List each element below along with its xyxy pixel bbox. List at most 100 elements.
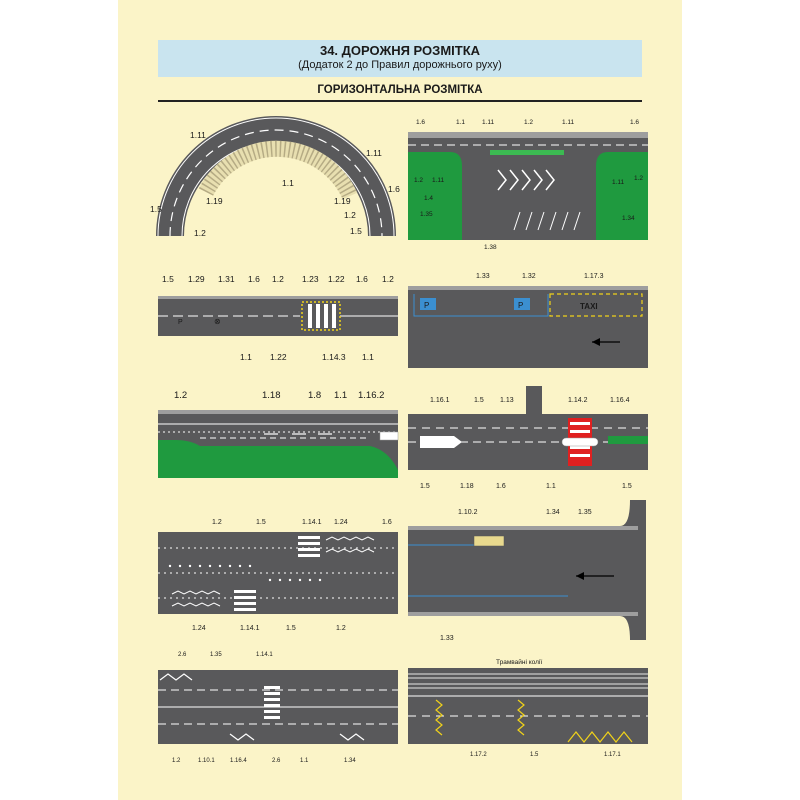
label-mid-2: 1.11 (432, 177, 445, 184)
parking-bays (513, 211, 581, 231)
panel-taxi-parking: P P TAXI 1.33 1.32 1.17.3 (408, 273, 648, 368)
label-1-19-right: 1.19 (334, 196, 351, 206)
label-1-10-2: 1.10.2 (458, 509, 478, 516)
taxi-text: TAXI (580, 302, 598, 311)
label-top-4: 1.2 (524, 119, 533, 126)
label-top-4: 1.6 (248, 274, 260, 284)
zebra-bottom (234, 590, 256, 611)
label-bottom-2: 1.22 (270, 352, 287, 362)
panel-bus-stop-road: 2.6 1.35 1.14.1 1.2 1.10.1 1.16.4 2.6 1.… (158, 652, 398, 764)
label-1-5-right: 1.5 (350, 226, 362, 236)
label-top-1: 2.6 (178, 652, 187, 658)
label-top-2: 1.35 (210, 652, 222, 658)
label-bottom-5: 1.5 (622, 483, 632, 490)
label-1-19-left: 1.19 (206, 196, 223, 206)
zigzag-1-17-1 (567, 731, 633, 743)
label-1-1: 1.1 (334, 390, 347, 401)
label-bottom-3: 1.16.4 (230, 758, 247, 764)
label-top-3: 1.31 (218, 274, 235, 284)
chevron-markings (497, 169, 555, 191)
label-top-1: 1.16.1 (430, 397, 450, 404)
label-top-3: 1.14.1 (302, 519, 322, 526)
parking-sign-1-letter: P (424, 301, 429, 310)
direction-arrow-head (592, 338, 600, 346)
panel-wide-road: 1.10.2 1.34 1.35 1.33 (408, 500, 646, 642)
box-1-10-2 (473, 535, 505, 547)
label-top-1: 1.6 (416, 119, 425, 126)
label-top-5: 1.11 (562, 119, 575, 126)
label-1-17-2: 1.17.2 (470, 752, 487, 758)
label-top-5: 1.6 (382, 519, 392, 526)
label-top-7: 1.22 (328, 274, 345, 284)
label-1-5: 1.5 (530, 752, 539, 758)
hatched-wedge (379, 431, 399, 441)
symbol-1-31: ⊗ (214, 317, 221, 326)
refuge-island (561, 437, 599, 447)
label-mid-4: 1.2 (634, 175, 643, 182)
label-bottom-3: 1.5 (286, 625, 296, 632)
label-bottom-5: 1.1 (300, 758, 309, 764)
label-1-33: 1.33 (440, 635, 454, 642)
tram-rails (408, 673, 648, 689)
road-4-top-edge (408, 286, 648, 290)
zigzag-top (325, 536, 375, 553)
label-1-8: 1.8 (308, 390, 321, 401)
parking-sign-1 (420, 298, 436, 310)
label-top-4: 1.14.2 (568, 397, 588, 404)
label-mid-3: 1.11 (612, 179, 625, 186)
label-1-6-right: 1.6 (388, 184, 400, 194)
label-1-16-2: 1.16.2 (358, 390, 384, 401)
panel-acceleration-lane: 1.2 1.18 1.8 1.1 1.16.2 (158, 390, 399, 478)
label-mid-7: 1.34 (622, 215, 635, 222)
label-1-32: 1.32 (522, 273, 536, 280)
parking-blue-outline (413, 294, 549, 317)
median-green (608, 436, 648, 444)
curve-hatching (198, 140, 358, 200)
label-top-2: 1.5 (256, 519, 266, 526)
parking-top-shoulder (408, 132, 648, 138)
label-tram-tracks: Трамвайні колії (496, 658, 542, 666)
label-1-11-left: 1.11 (190, 130, 206, 140)
label-top-2: 1.29 (188, 274, 205, 284)
label-top-2: 1.5 (474, 397, 484, 404)
label-bottom-1: 1.24 (192, 625, 206, 632)
label-bottom-1: 1.1 (240, 352, 252, 362)
page-subtitle: (Додаток 2 до Правил дорожнього руху) (298, 59, 502, 71)
section-title: ГОРИЗОНТАЛЬНА РОЗМІТКА (317, 84, 483, 96)
label-1-2-right: 1.2 (344, 210, 356, 220)
label-1-5-left: 1.5 (150, 204, 162, 214)
label-bottom-4: 1.1 (362, 352, 374, 362)
label-bottom: 1.38 (484, 244, 497, 251)
panel-multilane-zebra: 1.2 1.5 1.14.1 1.24 1.6 1.24 1.14.1 1.5 … (158, 519, 398, 632)
label-top-8: 1.6 (356, 274, 368, 284)
road-8-top-edge (408, 526, 638, 530)
label-bottom-6: 1.34 (344, 758, 356, 764)
panel-curve: 1.11 1.11 1.1 1.5 1.19 1.2 1.6 1.19 1.2 … (150, 116, 400, 238)
label-top-5: 1.2 (272, 274, 284, 284)
parking-sign-2-letter: P (518, 301, 523, 310)
parking-sign-2 (514, 298, 530, 310)
label-mid-5: 1.4 (424, 195, 433, 202)
road-10 (408, 668, 648, 744)
road-3-top-edge (158, 296, 398, 299)
label-bottom-1: 1.5 (420, 483, 430, 490)
road-9-zigzag-top (159, 673, 193, 681)
curve-edge-outer (157, 117, 395, 237)
label-1-34: 1.34 (546, 509, 560, 516)
road-8-bottom-edge (408, 612, 638, 616)
direction-arrow-head (576, 572, 584, 580)
road-9-zebra (264, 686, 280, 719)
label-bottom-1: 1.2 (172, 758, 181, 764)
label-bottom-4: 1.1 (546, 483, 556, 490)
label-1-18: 1.18 (262, 390, 281, 401)
label-1-17-1: 1.17.1 (604, 752, 621, 758)
label-mid-6: 1.35 (420, 211, 433, 218)
zigzag-1-17-2-right (517, 699, 525, 736)
panel-tram-tracks: Трамвайні колії 1.17.2 1.5 1.17.1 (408, 658, 648, 758)
label-top-4: 1.24 (334, 519, 348, 526)
label-1-2: 1.2 (174, 390, 187, 401)
grass-left (408, 152, 462, 240)
label-top-1: 1.2 (212, 519, 222, 526)
panel-parking-area: 1.6 1.1 1.11 1.2 1.11 1.6 1.2 1.11 1.11 … (408, 119, 648, 251)
